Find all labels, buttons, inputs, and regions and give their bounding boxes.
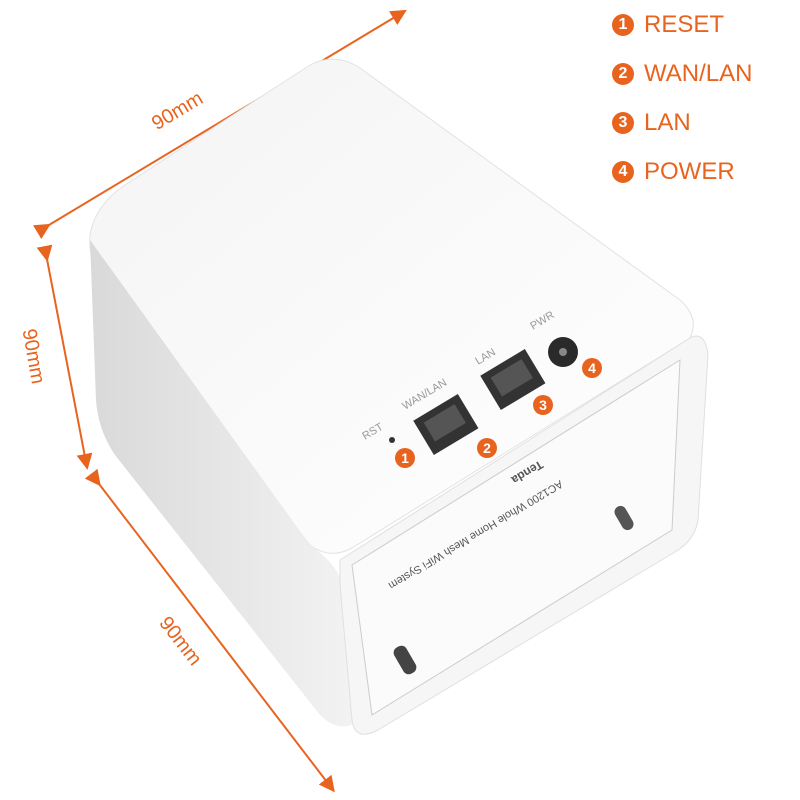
marker-power: 4 [588,360,596,376]
marker-wan-lan: 2 [483,440,491,456]
marker-lan: 3 [539,397,547,413]
legend-label: RESET [644,10,725,38]
legend-label: LAN [644,108,691,136]
port-legend: 1 RESET 2 WAN/LAN 3 LAN 4 POWER [612,0,752,196]
mesh-router-device: RST WAN/LAN LAN PWR Tenda AC1200 Whole H… [89,58,709,735]
legend-label: POWER [644,157,735,185]
number-4-icon: 4 [612,160,634,183]
mount-slot [393,645,417,675]
device-left-face [90,240,360,727]
legend-item-lan: 3 LAN [612,98,752,147]
marker-reset: 1 [401,450,409,466]
legend-item-power: 4 POWER [612,147,752,196]
legend-item-reset: 1 RESET [612,0,752,49]
legend-item-wan-lan: 2 WAN/LAN [612,49,752,98]
number-3-icon: 3 [612,111,634,134]
legend-label: WAN/LAN [644,59,753,87]
mount-slot [614,505,634,531]
device-label-panel [351,359,681,716]
number-2-icon: 2 [612,62,634,85]
dimension-lines [33,9,407,793]
reset-hole [389,437,395,443]
number-1-icon: 1 [612,13,634,36]
